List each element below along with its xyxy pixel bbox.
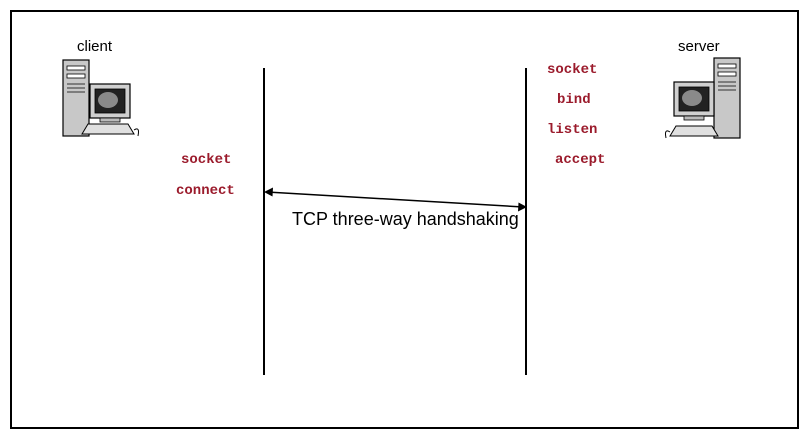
client-computer-icon	[62, 59, 139, 137]
handshake-label: TCP three-way handshaking	[292, 209, 519, 229]
client-label: client	[77, 38, 113, 55]
server-call-accept: accept	[555, 152, 606, 168]
handshake-arrow	[264, 187, 527, 212]
server-label: server	[678, 38, 720, 55]
diagram-frame	[10, 10, 799, 429]
server-call-bind: bind	[557, 92, 591, 108]
server-call-socket: socket	[547, 62, 598, 78]
server-call-listen: listen	[547, 122, 598, 138]
client-call-connect: connect	[176, 183, 235, 199]
server-computer-icon	[665, 57, 741, 139]
client-call-socket: socket	[181, 152, 232, 168]
